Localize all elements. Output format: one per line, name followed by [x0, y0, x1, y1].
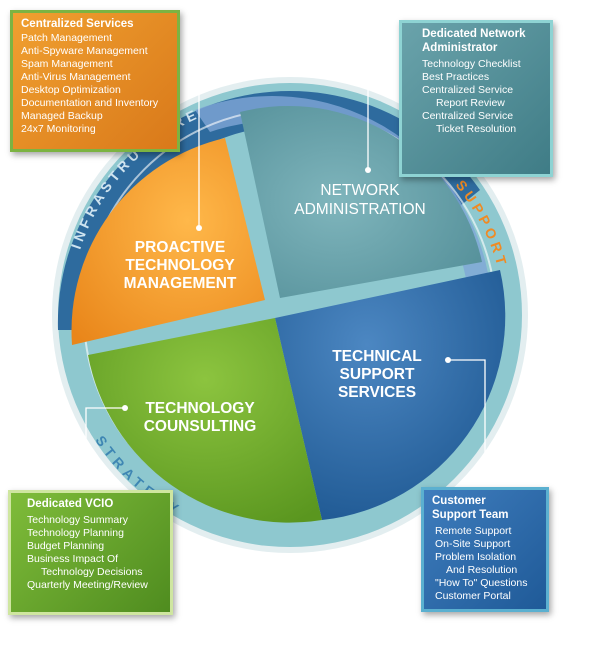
- list-item: Customer Portal: [435, 590, 511, 602]
- centralized-services-title: Centralized Services: [21, 18, 134, 30]
- list-item: Problem Isolation: [435, 551, 517, 563]
- centralized-services-box: Centralized Services Patch Management An…: [10, 10, 180, 152]
- leader-line-customer-support: [448, 359, 486, 490]
- quadrant-label-technical-1: TECHNICAL: [332, 348, 422, 365]
- dedicated-vcio-box: Dedicated VCIO Technology Summary Techno…: [8, 490, 173, 615]
- list-item: 24x7 Monitoring: [21, 123, 96, 135]
- dedicated-network-admin-title-2: Administrator: [422, 42, 498, 54]
- quadrant-label-network-2: ADMINISTRATION: [294, 201, 425, 218]
- quadrant-label-proactive-1: PROACTIVE: [135, 239, 225, 256]
- list-item: Patch Management: [21, 32, 113, 44]
- dedicated-network-admin-box: Dedicated Network Administrator Technolo…: [399, 20, 553, 177]
- list-item: Spam Management: [21, 58, 113, 70]
- list-item: Ticket Resolution: [436, 123, 517, 135]
- list-item: Budget Planning: [27, 540, 105, 552]
- leader-line-centralized-services: [178, 29, 200, 228]
- leader-line-network-admin: [367, 39, 405, 170]
- customer-support-team-title-1: Customer: [432, 495, 486, 507]
- leader-dot-centralized-services: [196, 225, 202, 231]
- list-item: Business Impact Of: [27, 553, 119, 565]
- leader-dot-vcio: [122, 405, 128, 411]
- list-item: Technology Checklist: [422, 58, 521, 70]
- list-item: "How To" Questions: [435, 577, 528, 589]
- quadrant-network-administration: [240, 105, 482, 299]
- leader-dot-customer-support: [445, 357, 451, 363]
- list-item: Technology Summary: [27, 514, 128, 526]
- list-item: Desktop Optimization: [21, 84, 121, 96]
- customer-support-team-title-2: Support Team: [432, 509, 509, 521]
- quadrant-label-proactive-2: TECHNOLOGY: [125, 257, 235, 274]
- list-item: Report Review: [436, 97, 505, 109]
- quadrant-label-network-1: NETWORK: [320, 182, 400, 199]
- list-item: Anti-Spyware Management: [21, 45, 148, 57]
- list-item: Anti-Virus Management: [21, 71, 131, 83]
- list-item: Quarterly Meeting/Review: [27, 579, 148, 591]
- quadrant-label-technical-2: SUPPORT: [340, 366, 415, 383]
- dedicated-vcio-title: Dedicated VCIO: [27, 498, 114, 510]
- list-item: Centralized Service: [422, 110, 514, 122]
- list-item: Technology Planning: [27, 527, 124, 539]
- list-item: Best Practices: [422, 71, 490, 83]
- quadrant-label-consulting-1: TECHNOLOGY: [145, 400, 255, 417]
- quadrant-label-proactive-3: MANAGEMENT: [124, 275, 237, 292]
- dedicated-network-admin-title-1: Dedicated Network: [422, 28, 526, 40]
- leader-dot-network-admin: [365, 167, 371, 173]
- list-item: Centralized Service: [422, 84, 514, 96]
- quadrant-label-technical-3: SERVICES: [338, 384, 416, 401]
- list-item: And Resolution: [446, 564, 518, 576]
- list-item: Managed Backup: [21, 110, 103, 122]
- quadrant-label-consulting-2: COUNSULTING: [144, 418, 257, 435]
- list-item: Technology Decisions: [41, 566, 143, 578]
- customer-support-team-box: Customer Support Team Remote Support On-…: [421, 487, 549, 612]
- leader-line-vcio: [85, 407, 125, 493]
- quadrant-technology-consulting: [88, 318, 322, 523]
- list-item: Remote Support: [435, 525, 512, 537]
- quadrant-technical-support: [275, 270, 506, 520]
- quadrant-proactive-technology: [71, 138, 265, 345]
- list-item: Documentation and Inventory: [21, 97, 159, 109]
- list-item: On-Site Support: [435, 538, 511, 550]
